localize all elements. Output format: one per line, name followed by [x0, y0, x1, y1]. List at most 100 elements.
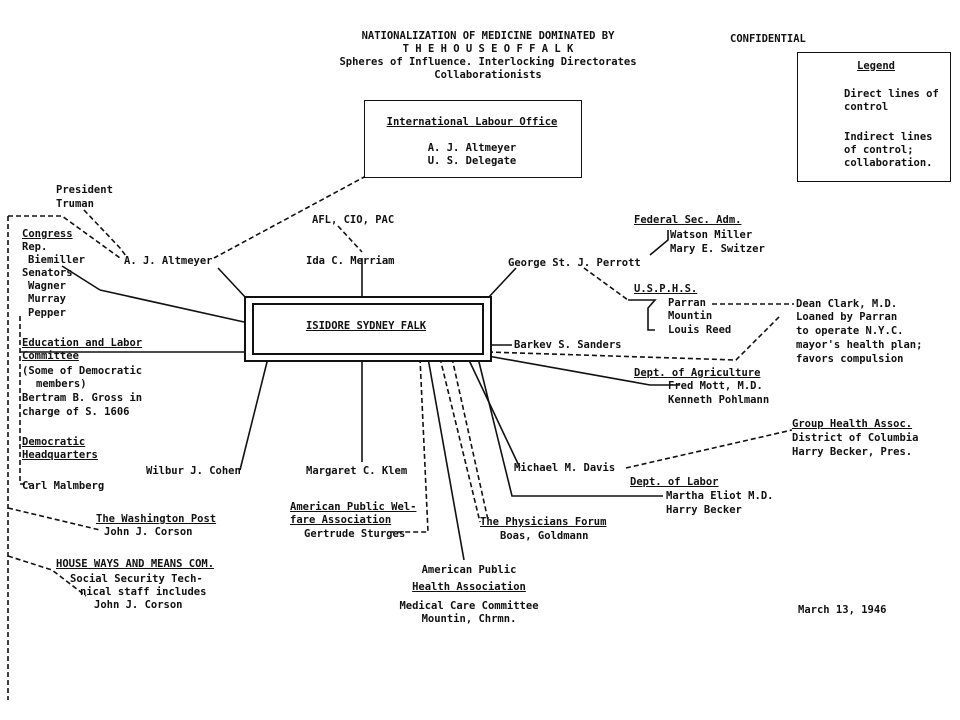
line-falk-congress [99, 289, 245, 323]
apha-line-2: Mountin, Chrmn. [421, 613, 517, 625]
dash-perrott-usphs [583, 267, 629, 301]
agriculture-line-2: Kenneth Pohlmann [668, 394, 770, 406]
apwa-title-2: fare Association [290, 514, 392, 526]
gha-title: Group Health Assoc. [792, 418, 913, 430]
altmeyer-node: A. J. Altmeyer [124, 255, 213, 267]
line-falk-perrott [487, 267, 517, 299]
waysmeans-line-1: Social Security Tech- [70, 573, 203, 585]
dash-unions-merriam [337, 225, 363, 253]
labor-line-1: Martha Eliot M.D. [666, 490, 774, 502]
dash-pepper-bus [19, 316, 30, 485]
legend-indirect-1: Indirect lines [844, 131, 933, 143]
fsa-title: Federal Sec. Adm. [634, 214, 742, 226]
cohen-node: Wilbur J. Cohen [146, 465, 241, 477]
ilo-line-1: A. J. Altmeyer [427, 142, 517, 154]
congress-line-4: Wagner [28, 280, 66, 292]
agriculture-line-1: Fred Mott, M.D. [668, 380, 763, 392]
line-usphs-bracket [628, 299, 657, 331]
document-date: March 13, 1946 [798, 604, 887, 616]
legend-box [797, 52, 951, 182]
democratic-line-1: Carl Malmberg [22, 480, 105, 492]
ilo-title: International Labour Office [386, 116, 558, 128]
truman-line-1: President [56, 184, 113, 196]
sanders-node: Barkev S. Sanders [514, 339, 622, 351]
clark-line-1: Dean Clark, M.D. [796, 298, 898, 310]
congress-title: Congress [22, 228, 73, 240]
dash-ilo-altmeyer [213, 175, 367, 259]
congress-line-3: Senators [22, 267, 73, 279]
apwa-title-1: American Public Wel- [290, 501, 417, 513]
dash-davis-gha [625, 429, 793, 469]
usphs-title: U.S.P.H.S. [634, 283, 698, 295]
line-falk-apha [427, 357, 465, 561]
merriam-node: Ida C. Merriam [306, 255, 395, 267]
congress-line-5: Murray [28, 293, 66, 305]
post-title: The Washington Post [96, 513, 217, 525]
line-congress-fan [61, 265, 101, 291]
klem-node: Margaret C. Klem [306, 465, 408, 477]
education-line-3: Bertram B. Gross in [22, 392, 143, 404]
line-falk-labor [477, 357, 663, 497]
forum-title: The Physicians Forum [480, 516, 607, 528]
line-falk-altmeyer [217, 267, 247, 299]
title-line-1: NATIONALIZATION OF MEDICINE DOMINATED BY [361, 30, 615, 42]
labor-line-2: Harry Becker [666, 504, 742, 516]
gha-line-2: Harry Becker, Pres. [792, 446, 913, 458]
apha-line-1: Medical Care Committee [399, 600, 539, 612]
apwa-line-1: Gertrude Sturges [304, 528, 406, 540]
apha-title-2: Health Association [412, 581, 526, 593]
clark-line-4: mayor's health plan; [796, 339, 923, 351]
gha-line-1: District of Columbia [792, 432, 919, 444]
ilo-box [364, 100, 582, 178]
education-line-2: members) [36, 378, 87, 390]
davis-node: Michael M. Davis [514, 462, 616, 474]
perrott-node: George St. J. Perrott [508, 257, 641, 269]
democratic-title-2: Headquarters [22, 449, 98, 461]
title-line-3: Spheres of Influence. Interlocking Direc… [339, 56, 637, 68]
agriculture-title: Dept. of Agriculture [634, 367, 761, 379]
usphs-line-1: Parran [668, 297, 706, 309]
fsa-line-2: Mary E. Switzer [670, 243, 765, 255]
line-fsa-bracket [649, 230, 669, 256]
dash-truman-altmeyer [83, 209, 127, 257]
waysmeans-line-2: nical staff includes [80, 586, 207, 598]
usphs-line-3: Louis Reed [668, 324, 732, 336]
congress-line-1: Rep. [22, 241, 48, 253]
fsa-line-1: Watson Miller [670, 229, 753, 241]
confidential-mark: CONFIDENTIAL [730, 33, 806, 45]
dash-falk-forum-2 [451, 357, 489, 521]
title-line-4: Collaborationists [434, 69, 542, 81]
truman-line-2: Truman [56, 198, 94, 210]
forum-line-1: Boas, Goldmann [500, 530, 589, 542]
democratic-title-1: Democratic [22, 436, 86, 448]
labor-title: Dept. of Labor [630, 476, 719, 488]
dash-bus-post [7, 507, 101, 531]
post-line-1: John J. Corson [104, 526, 193, 538]
education-title-1: Education and Labor [22, 337, 143, 349]
education-title-2: Committee [22, 350, 79, 362]
clark-line-2: Loaned by Parran [796, 311, 898, 323]
line-falk-davis [467, 357, 521, 469]
usphs-line-2: Mountin [668, 310, 713, 322]
center-box-inner [252, 303, 484, 355]
legend-direct-2: control [844, 101, 889, 113]
dash-falk-forum [439, 357, 481, 523]
dash-falk-apwa [392, 357, 429, 533]
line-falk-cohen [239, 357, 269, 471]
congress-line-2: Biemiller [28, 254, 85, 266]
clark-line-5: favors compulsion [796, 353, 904, 365]
legend-title: Legend [857, 60, 895, 72]
clark-line-3: to operate N.Y.C. [796, 325, 904, 337]
apha-title-1: American Public [421, 564, 517, 576]
legend-indirect-2: of control; [844, 144, 914, 156]
education-line-4: charge of S. 1606 [22, 406, 130, 418]
center-label: ISIDORE SYDNEY FALK [305, 320, 427, 332]
congress-line-6: Pepper [28, 307, 66, 319]
unions-node: AFL, CIO, PAC [312, 214, 395, 226]
ilo-line-2: U. S. Delegate [427, 155, 517, 167]
waysmeans-title: HOUSE WAYS AND MEANS COM. [56, 558, 215, 570]
education-line-1: (Some of Democratic [22, 365, 143, 377]
dash-falk-clark [487, 315, 781, 361]
